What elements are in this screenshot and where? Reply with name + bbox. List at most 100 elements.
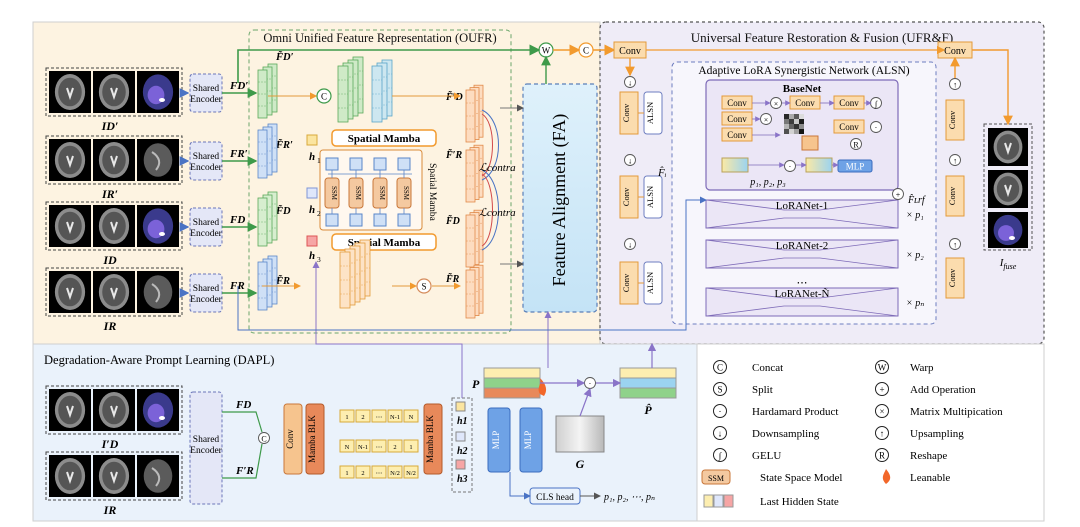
upsample-op-symbol: ↑	[953, 241, 957, 250]
lora-scale-label: × pₙ	[906, 298, 924, 309]
gelu-op-symbol: ∫	[874, 100, 878, 109]
hidden-state-token	[455, 459, 466, 470]
concat-feature-stack-blue	[371, 59, 393, 123]
dapl-concat-symbol: C	[261, 435, 266, 444]
oufr-title: Omni Unified Feature Representation (OUF…	[263, 31, 496, 45]
spatial-mamba-top	[331, 129, 437, 147]
ufrf-conv-label: Conv	[947, 186, 957, 205]
f-lrf-label: F̂ʟrf	[907, 193, 926, 206]
contra-link	[481, 109, 499, 181]
aligned-feature-stack	[465, 209, 484, 268]
add-op	[892, 188, 904, 200]
ufrf-title: Universal Feature Restoration & Fusion (…	[691, 30, 954, 45]
ufrf-conv-label: Conv	[621, 187, 631, 206]
sequence-token	[371, 409, 387, 423]
encoded-feature-stack	[257, 191, 278, 247]
hadamard-op-symbol: ·	[875, 124, 878, 133]
legend-label: GELU	[752, 450, 781, 462]
sequence-token	[355, 465, 371, 479]
feature-label: FR′	[229, 148, 248, 160]
sequence-token-label: N	[345, 444, 350, 451]
dapl-feature-label: F′R	[235, 465, 254, 477]
concat-node-oufr-label: C	[321, 92, 327, 102]
matmul-op-symbol: ×	[764, 116, 769, 125]
dapl-mamba-blk	[305, 403, 325, 475]
feature-alignment-box	[522, 83, 598, 313]
sequence-token	[387, 439, 403, 453]
legend-op-symbol: C	[717, 363, 723, 373]
input-label: ID	[102, 253, 117, 267]
dapl-feature-label: FD	[235, 399, 251, 411]
basenet-mlp-label: MLP	[846, 162, 865, 172]
input-label: IR	[103, 319, 117, 333]
sequence-token-label: 2	[361, 470, 364, 477]
warp-node-label: W	[542, 46, 551, 56]
basenet-feature	[801, 135, 819, 151]
ssm-token	[373, 157, 387, 171]
dapl-input-thumb	[49, 389, 91, 431]
legend-ssm-text: SSM	[708, 474, 724, 483]
prompt-layer	[483, 377, 541, 389]
lora-scale-label: × p₁	[906, 210, 924, 221]
upsample-op	[949, 238, 961, 250]
legend-label: Downsampling	[752, 428, 820, 440]
aligned-feature-stack	[465, 84, 484, 143]
output-thumb	[988, 212, 1028, 248]
sequence-token	[387, 465, 403, 479]
flame-icon	[882, 469, 891, 484]
ufrf-alsn-label: ALSN	[645, 186, 655, 208]
p-hat-label: P̂	[644, 403, 652, 417]
hidden-state-label: h3	[457, 474, 468, 485]
attention-cell	[794, 114, 799, 119]
hidden-state-token	[455, 431, 466, 442]
dapl-shared-encoder	[189, 391, 223, 505]
ssm-block-label: SSM	[402, 186, 410, 201]
sequence-token	[339, 439, 355, 453]
ssm-block-label: SSM	[354, 186, 362, 201]
legend-op-symbol: W	[878, 363, 887, 373]
sequence-token-label: 1	[409, 444, 412, 451]
ufrf-conv-label: Conv	[621, 103, 631, 122]
legend-label: Leanable	[910, 472, 950, 484]
feature-stacks: F̃′DF̃′RF̃DF̃R	[257, 56, 499, 319]
hidden-state-swatch	[713, 494, 724, 508]
sequence-token	[371, 439, 387, 453]
add-op-symbol: +	[896, 191, 901, 200]
hidden-state-swatch	[703, 494, 714, 508]
prompt-layer	[483, 387, 541, 399]
dapl-hadamard-symbol: ·	[589, 380, 592, 389]
dapl-concat	[258, 432, 270, 444]
dapl-input-thumb	[93, 389, 135, 431]
lora-ellipsis: ⋯	[797, 277, 808, 289]
input-label: IR′	[101, 187, 118, 201]
basenet-feature	[721, 157, 749, 173]
legend-op-icon	[875, 448, 889, 462]
h2-sub: 2	[317, 209, 321, 218]
top-flow-line	[237, 44, 541, 83]
encoded-feature-stack	[257, 123, 278, 179]
sequence-token-label: ⋯	[376, 470, 383, 477]
basenet-conv-label: Conv	[839, 98, 859, 108]
sequence-token-label: 1	[345, 470, 348, 477]
input-thumb	[49, 71, 91, 113]
reshape-op	[850, 138, 862, 150]
hadamard-op-symbol: ·	[789, 163, 792, 172]
aligned-feature-stack	[465, 144, 484, 203]
attention-cell	[799, 129, 804, 134]
basenet-p-label: p₁, p₂, p₃	[749, 177, 786, 188]
dapl-to-oufr	[312, 261, 463, 398]
dapl-input-frame	[45, 451, 183, 501]
h1-sub: 1	[317, 156, 321, 165]
sequence-token-label: N/2	[390, 470, 400, 477]
ssm-token	[397, 213, 411, 227]
legend-label: Hardamard Product	[752, 406, 838, 418]
split-node-label: S	[421, 282, 426, 292]
output-images	[988, 128, 1028, 248]
output-images-frame	[983, 123, 1033, 251]
